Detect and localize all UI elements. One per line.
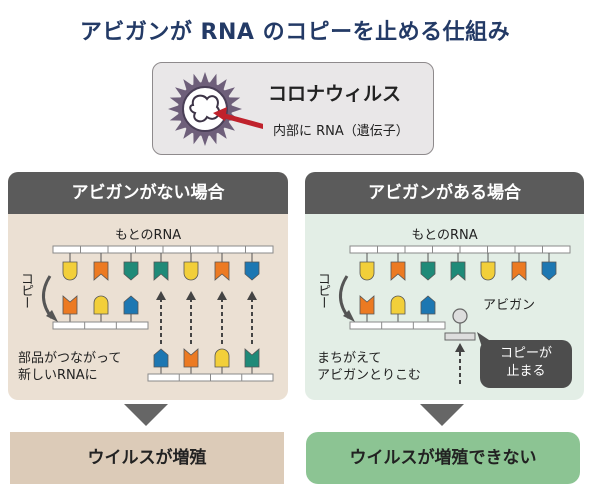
template-piece [420, 261, 436, 281]
avigan-arrowhead [455, 343, 465, 352]
copy-piece [62, 295, 78, 315]
panel-header-left: アビガンがない場合 [8, 172, 288, 214]
incoming-arrowhead [217, 291, 227, 300]
copy-arrowhead [46, 310, 58, 322]
drug-label: アビガン [483, 298, 536, 313]
panel-without-drug: アビガンがない場合 もとのRNA コピー 部品がつながって 新しいRNAに [8, 172, 288, 400]
caption-right-line2: アビガンとりこむ [317, 368, 422, 383]
copy-piece [93, 295, 109, 315]
caption-right-line1: まちがえて [317, 351, 382, 366]
virus-caption: 内部に RNA（遺伝子） [273, 124, 409, 139]
incoming-piece [183, 348, 199, 368]
copy-label-left: コピー [18, 272, 33, 308]
arrow-down-right [420, 404, 464, 426]
template-piece [450, 261, 466, 281]
copy-piece [390, 295, 406, 315]
virus-spike [201, 72, 209, 84]
rna-diagram-left [42, 245, 274, 382]
panel-header-right: アビガンがある場合 [305, 172, 584, 214]
template-piece [123, 261, 139, 281]
virus-box: コロナウィルス 内部に RNA（遺伝子） [152, 62, 434, 155]
template-piece [359, 261, 375, 281]
avigan-head [452, 308, 468, 324]
rna-label-right: もとのRNA [411, 228, 478, 243]
template-piece [390, 261, 406, 281]
template-piece [93, 261, 109, 281]
template-piece [153, 261, 169, 281]
caption-left-line2: 新しいRNAに [18, 368, 98, 383]
panel-with-drug: アビガンがある場合 もとのRNA コピー アビガン まちがえて アビガンとりこむ… [305, 172, 584, 400]
incoming-arrowhead [156, 291, 166, 300]
template-piece [480, 261, 496, 281]
template-piece [244, 261, 260, 281]
virus-name: コロナウィルス [268, 83, 402, 105]
result-right: ウイルスが増殖できない [306, 432, 580, 484]
incoming-arrowhead [186, 291, 196, 300]
caption-left-line1: 部品がつながって [18, 351, 122, 366]
template-piece [183, 261, 199, 281]
copy-piece [420, 295, 436, 315]
incoming-arrowhead [247, 291, 257, 300]
virus-spike [201, 134, 209, 146]
coronavirus-icon [168, 72, 263, 146]
caption-left: 部品がつながって 新しいRNAに [18, 350, 121, 384]
template-piece [541, 261, 557, 281]
page-title: アビガンが RNA のコピーを止める仕組み [79, 20, 511, 45]
rna-label-left: もとのRNA [114, 228, 182, 243]
copy-label-right: コピー [315, 272, 330, 308]
rna-strand [52, 321, 149, 330]
incoming-piece [244, 348, 260, 368]
copy-piece [359, 295, 375, 315]
incoming-piece [214, 348, 230, 368]
caption-right: まちがえて アビガンとりこむ [317, 350, 421, 384]
copy-piece [123, 295, 139, 315]
bubble-line2: 止まる [506, 364, 546, 379]
result-left: ウイルスが増殖 [10, 432, 284, 484]
copy-arrowhead [343, 310, 355, 322]
template-piece [511, 261, 527, 281]
incoming-piece [153, 348, 169, 368]
copy-stops-bubble: コピーが 止まる [480, 340, 572, 388]
avigan-base [444, 332, 476, 341]
rna-strand [349, 321, 446, 330]
bubble-line1: コピーが [499, 346, 552, 361]
virus-spike [168, 105, 180, 113]
template-piece [62, 261, 78, 281]
virus-spike [230, 105, 242, 113]
arrow-down-left [124, 404, 168, 426]
template-piece [214, 261, 230, 281]
